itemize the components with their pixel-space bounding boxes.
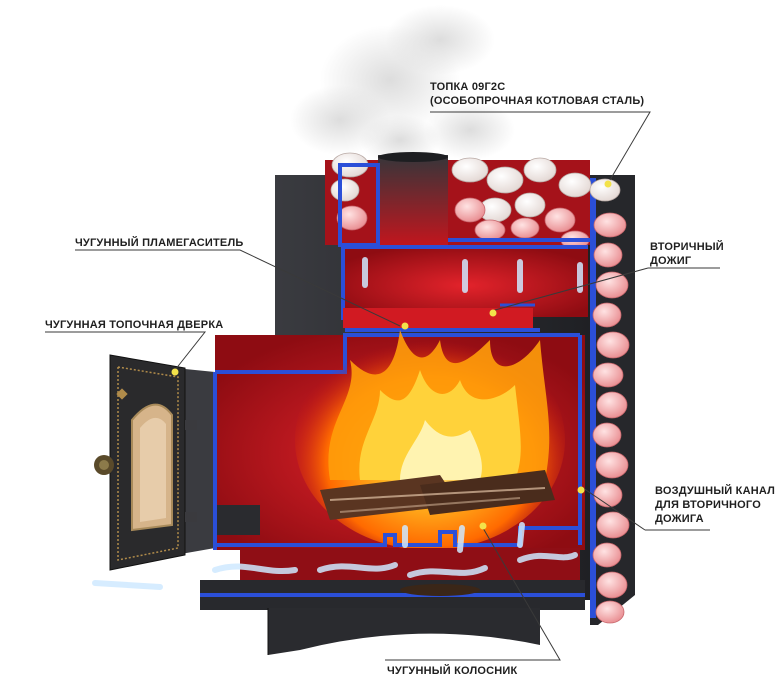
callout-flame-damper: ЧУГУННЫЙ ПЛАМЕГАСИТЕЛЬ (75, 236, 243, 250)
stone-basket (590, 175, 635, 625)
callout-grate-text: ЧУГУННЫЙ КОЛОСНИК (387, 665, 518, 677)
chimney (378, 155, 448, 247)
callout-door-text: ЧУГУННАЯ ТОПОЧНАЯ ДВЕРКА (45, 319, 224, 331)
leader-lines (45, 111, 720, 661)
callout-secondary-burn-line2: ДОЖИГ (650, 255, 692, 267)
airflow-arrows (92, 257, 583, 590)
callout-air-channel-line1: ВОЗДУШНЫЙ КАНАЛ (655, 485, 776, 497)
callout-secondary-burn-line1: ВТОРИЧНЫЙ (650, 241, 724, 253)
callout-firebox-line1: ТОПКА 09Г2С (430, 81, 506, 93)
logs (320, 470, 555, 520)
steam-cloud (290, 5, 515, 165)
callout-markers (171, 180, 612, 530)
stove-base (268, 608, 540, 655)
callout-grate: ЧУГУННЫЙ КОЛОСНИК (387, 664, 517, 678)
cast-iron-door[interactable] (109, 354, 197, 571)
callout-flame-damper-text: ЧУГУННЫЙ ПЛАМЕГАСИТЕЛЬ (75, 237, 244, 249)
door-handle-icon[interactable] (94, 455, 114, 475)
callout-air-channel: ВОЗДУШНЫЙ КАНАЛ ДЛЯ ВТОРИЧНОГО ДОЖИГА (655, 484, 775, 526)
callout-door: ЧУГУННАЯ ТОПОЧНАЯ ДВЕРКА (45, 318, 223, 332)
callout-firebox: ТОПКА 09Г2С (ОСОБОПРОЧНАЯ КОТЛОВАЯ СТАЛЬ… (430, 80, 644, 108)
top-stones (325, 152, 621, 250)
callout-air-channel-line3: ДОЖИГА (655, 513, 704, 525)
callout-firebox-line2: (ОСОБОПРОЧНАЯ КОТЛОВАЯ СТАЛЬ) (430, 95, 645, 107)
callout-secondary-burn: ВТОРИЧНЫЙ ДОЖИГ (650, 240, 724, 268)
callout-air-channel-line2: ДЛЯ ВТОРИЧНОГО (655, 499, 761, 511)
flame-damper (343, 308, 533, 328)
